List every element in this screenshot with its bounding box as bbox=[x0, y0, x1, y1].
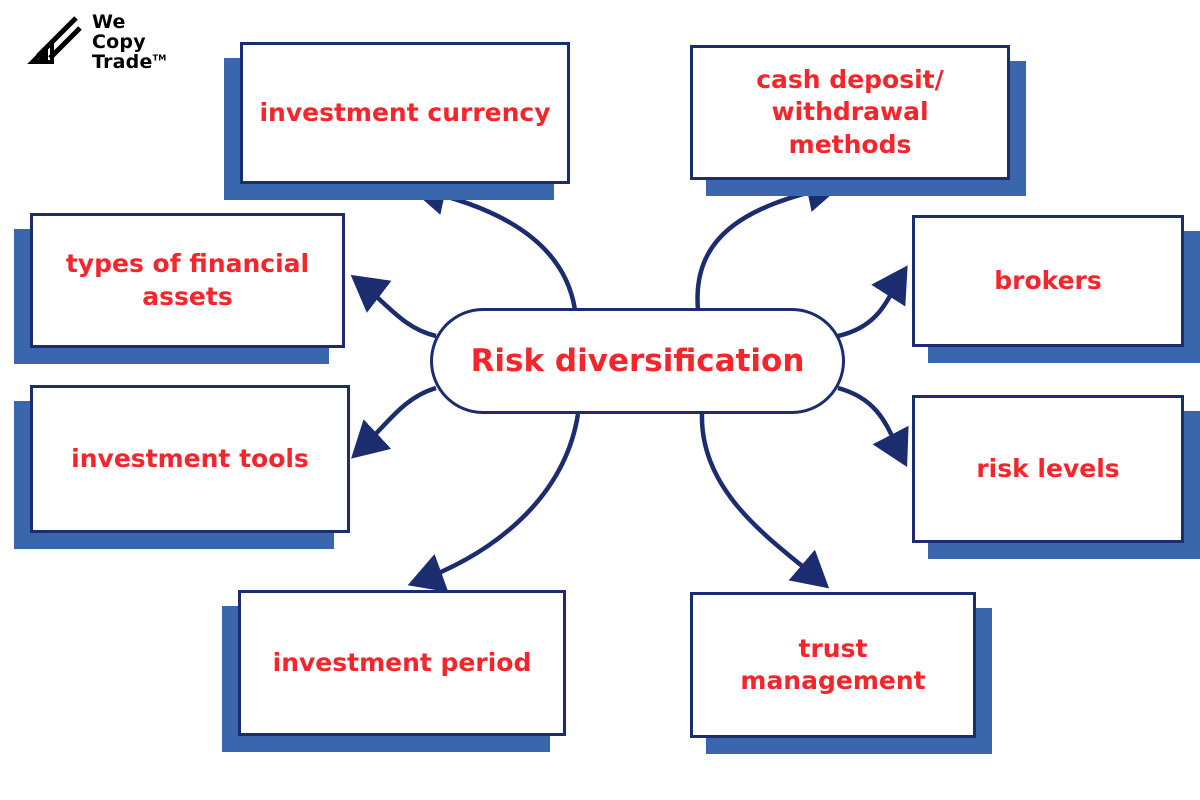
logo-line-copy: Copy bbox=[92, 31, 146, 54]
wecopytrade-logo-icon bbox=[27, 16, 82, 64]
node-trust-management: trust management bbox=[690, 592, 976, 738]
node-cash-deposit-withdrawal-methods: cash deposit/ withdrawal methods bbox=[690, 45, 1010, 180]
node-investment-tools: investment tools bbox=[30, 385, 350, 533]
wecopytrade-logo-text: We Copy TradeTM bbox=[92, 11, 167, 73]
node-investment-period: investment period bbox=[238, 590, 566, 736]
arrow-to-types-of-financial-assets bbox=[350, 274, 437, 339]
node-label: risk levels bbox=[976, 453, 1120, 483]
node-label: investment tools bbox=[71, 443, 309, 473]
node-label: trust management bbox=[740, 633, 926, 696]
node-label: cash deposit/ withdrawal methods bbox=[756, 64, 944, 159]
arrow-to-investment-tools bbox=[351, 385, 437, 459]
arrow-to-brokers bbox=[837, 265, 908, 339]
arrow-to-cash-deposit bbox=[695, 172, 843, 311]
node-label: investment period bbox=[272, 647, 532, 677]
arrow-to-investment-period bbox=[407, 413, 581, 593]
logo-line-we: We bbox=[92, 11, 126, 34]
arrow-to-investment-currency bbox=[409, 175, 578, 311]
arrow-to-risk-levels bbox=[837, 385, 909, 467]
center-node-risk-diversification: Risk diversification bbox=[430, 308, 845, 414]
node-label: investment currency bbox=[259, 97, 551, 127]
node-label: brokers bbox=[994, 265, 1102, 295]
center-node-label: Risk diversification bbox=[470, 343, 805, 379]
logo-line-trade: TradeTM bbox=[92, 50, 167, 73]
node-label: types of financial assets bbox=[65, 249, 310, 311]
node-investment-currency: investment currency bbox=[240, 42, 570, 184]
node-brokers: brokers bbox=[912, 215, 1184, 347]
wecopytrade-logo: We Copy TradeTM bbox=[22, 12, 166, 74]
node-risk-levels: risk levels bbox=[912, 395, 1184, 543]
trademark-symbol: TM bbox=[152, 53, 167, 63]
node-types-of-financial-assets: types of financial assets bbox=[30, 213, 345, 348]
arrow-to-trust-management bbox=[699, 413, 830, 589]
